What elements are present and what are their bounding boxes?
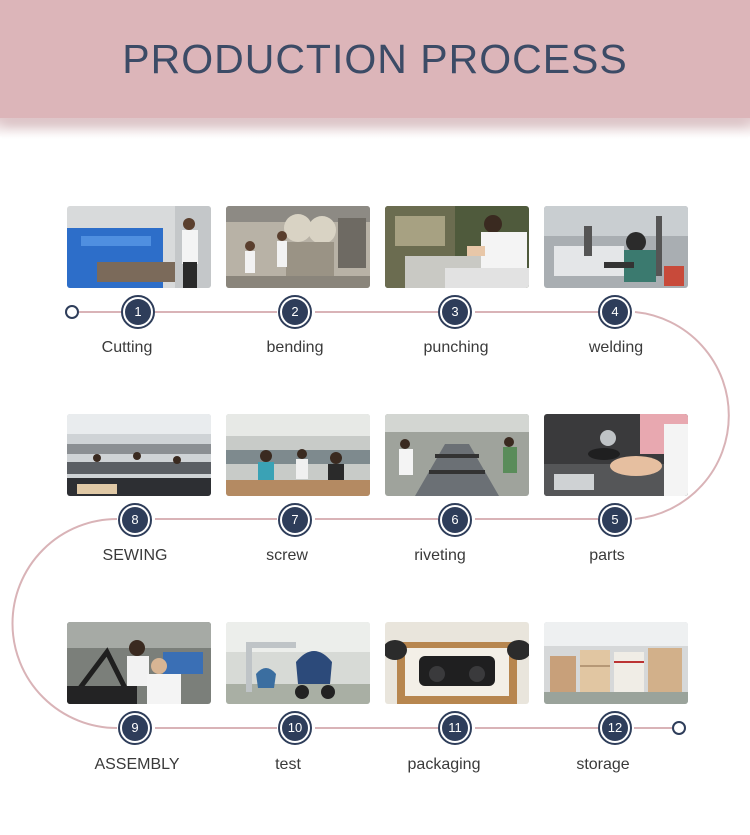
step-badge-8: 8: [118, 503, 152, 537]
step-badge-3: 3: [438, 295, 472, 329]
step-badge-7: 7: [278, 503, 312, 537]
page-title: PRODUCTION PROCESS: [122, 36, 628, 82]
step-badge-5: 5: [598, 503, 632, 537]
step-badge-4: 4: [598, 295, 632, 329]
step-badge-1: 1: [121, 295, 155, 329]
photo-step-3: [385, 206, 529, 288]
step-label-8: SEWING: [102, 547, 168, 564]
step-badge-9: 9: [118, 711, 152, 745]
step-label-9: ASSEMBLY: [94, 756, 180, 773]
photo-step-10: [226, 622, 370, 704]
step-label-11: packaging: [407, 756, 481, 773]
step-label-5: parts: [589, 547, 625, 564]
step-label-10: test: [275, 756, 301, 773]
photo-step-1: [67, 206, 211, 288]
photo-step-7: [226, 414, 370, 496]
step-label-6: riveting: [414, 547, 466, 564]
photo-step-2: [226, 206, 370, 288]
start-node: [65, 305, 79, 319]
header-banner: PRODUCTION PROCESS: [0, 0, 750, 138]
photo-step-5: [544, 414, 688, 496]
photo-step-11: [385, 622, 529, 704]
step-label-12: storage: [576, 756, 630, 773]
step-label-2: bending: [266, 339, 324, 356]
step-label-1: Cutting: [101, 339, 153, 356]
photo-step-4: [544, 206, 688, 288]
step-label-4: welding: [588, 339, 644, 356]
step-label-7: screw: [266, 547, 308, 564]
step-badge-2: 2: [278, 295, 312, 329]
step-badge-12: 12: [598, 711, 632, 745]
photo-step-6: [385, 414, 529, 496]
photo-step-12: [544, 622, 688, 704]
photo-step-8: [67, 414, 211, 496]
step-badge-10: 10: [278, 711, 312, 745]
step-badge-6: 6: [438, 503, 472, 537]
photo-step-9: [67, 622, 211, 704]
step-label-3: punching: [423, 339, 489, 356]
end-node: [672, 721, 686, 735]
step-badge-11: 11: [438, 711, 472, 745]
